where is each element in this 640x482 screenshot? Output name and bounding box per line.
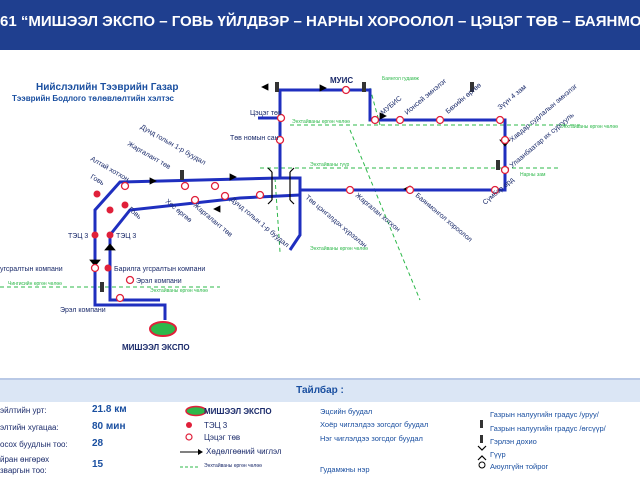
traffic-lights xyxy=(100,82,500,292)
legend-length-value: 21.8 км xyxy=(92,404,127,415)
legend-stops-label: осох буудлын тоо: xyxy=(0,440,68,449)
stop-dund-gol2: Дунд голын 1-р буудал xyxy=(229,195,291,249)
stop-erel-a: Эрэл компани xyxy=(136,278,182,285)
legend-cross-label2: зваргын тоо: xyxy=(0,466,47,475)
bridge-icon xyxy=(267,167,295,205)
stop-bahhiin: Бөхийн өргөө xyxy=(444,81,483,115)
legend-slope-up: Газрын налуугийн градус /өгсүүр/ xyxy=(490,424,606,433)
street-narny: Нарны зам xyxy=(520,172,546,178)
street-enh-tai: Энхтайваны өргөн чөлөө xyxy=(292,118,350,125)
stop-tuv-nomiin: Төв номын сан xyxy=(230,135,279,142)
stop-ugs-a: угсралтын компани xyxy=(0,266,63,273)
stop-jargalan: Жаргалан хотхон xyxy=(354,192,401,233)
route-map: Нийслэлийн Тээврийн Газар Тээврийн Бодло… xyxy=(0,76,618,352)
stop-hos: Хос өргөө xyxy=(164,198,193,224)
street-enh-tai4: Энхтайваны өргөн чөлөө xyxy=(310,245,368,252)
stop-tets3b: ТЭЦ 3 xyxy=(116,233,136,240)
legend-length-label: эйлтийн урт: xyxy=(0,406,47,415)
route-title: 61 “МИШЭЭЛ ЭКСПО – ГОВЬ ҮЙЛДВЭР – НАРНЫ … xyxy=(0,0,640,50)
stop-gov: Говь xyxy=(89,174,105,188)
legend-one-way: Нэг чиглэлдээ зогсдог буудал xyxy=(320,434,423,443)
stop-barilga: Барилга угсралтын компани xyxy=(114,266,205,273)
stop-tets3a: ТЭЦ 3 xyxy=(68,233,88,240)
street-bahhiin-small: Энхтайваны өргөн чөлөө xyxy=(150,287,208,294)
stop-muis: МУИС xyxy=(330,76,353,85)
street-enh-tai3: Энхтайваны өргөн чөлөө xyxy=(560,123,618,130)
legend-time-value: 80 мин xyxy=(92,421,126,432)
stop-mubis: МУБИС xyxy=(380,95,404,116)
stop-bayanmongol: Баянмонгол хороолол xyxy=(414,192,473,243)
org-line1: Нийслэлийн Тээврийн Газар xyxy=(36,82,178,93)
stop-zuun4: Зүүн 4 зам xyxy=(497,84,528,112)
legend-cross-value: 15 xyxy=(92,459,104,470)
street-baya-ond: Баянгол гудамж xyxy=(382,76,420,82)
stop-tuv-tsaiz: Төв цэнгэлдэх хүрээлэн xyxy=(304,194,368,249)
street-chinggis: Чингисийн өргөн чөлөө xyxy=(8,280,62,287)
legend-slope-down: Газрын налуугийн градус /уруу/ xyxy=(490,410,599,419)
legend-title: Тайлбар : xyxy=(0,380,640,402)
legend-street-name: Гудамжны нэр xyxy=(320,465,370,474)
legend-stops-value: 28 xyxy=(92,438,104,449)
legend-misheel: МИШЭЭЛ ЭКСПО xyxy=(204,407,272,416)
legend-time-label: элтийн хугацаа: xyxy=(0,423,59,432)
legend-two-way: Хоёр чиглэлдээ зогсдог буудал xyxy=(320,420,429,429)
legend-tets: ТЭЦ 3 xyxy=(204,421,228,430)
legend-direction: Хөдөлгөөний чиглэл xyxy=(206,447,282,456)
stop-ulaanbaatar: Улаанбаатар их сургууль xyxy=(508,111,576,170)
stop-jargalant-tuv: Жаргалант төв xyxy=(126,141,172,171)
legend-traffic-light: Гэрлэн дохио xyxy=(490,437,537,446)
stop-jargalant-tuv2: Жаргалант төв xyxy=(192,202,234,239)
legend-roundabout: Аюулгүйн тойрог xyxy=(490,462,549,471)
org-line2: Тээврийн Бодлого төлөвлөлтийн хэлтэс xyxy=(12,94,175,103)
legend-cecteg: Цэцэг төв xyxy=(204,433,241,442)
stop-markers xyxy=(90,85,510,337)
stop-cecteg-tuv: Цэцэг төв xyxy=(250,110,282,117)
stop-ionsei: Ионсей эмнэлэг xyxy=(403,77,448,117)
legend-bridge: Гүүр xyxy=(490,450,506,459)
legend-final-stop: Эцсийн буудал xyxy=(320,407,373,416)
legend-street: Энхтайваны өргөн чөлөө xyxy=(204,463,262,469)
stop-erel-b: Эрэл компани xyxy=(60,307,106,314)
street-enh-tai2: Энхтайваны гүүр xyxy=(310,161,350,168)
stop-misheel: МИШЭЭЛ ЭКСПО xyxy=(122,343,190,352)
legend-cross-label1: йран өнгөрөх xyxy=(0,455,50,464)
stop-dund-gol: Дунд голын 1-р буудал xyxy=(139,123,207,167)
